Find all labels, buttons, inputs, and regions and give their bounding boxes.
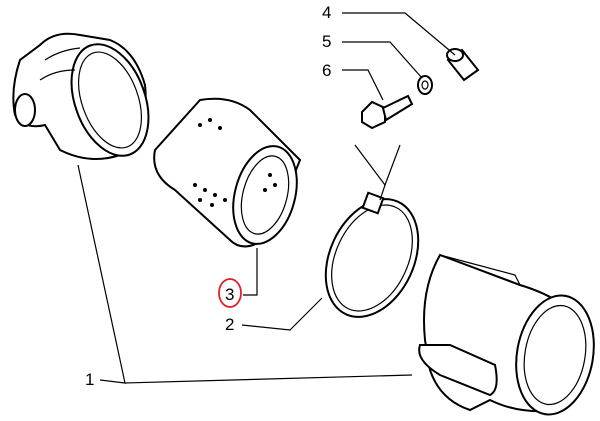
highlight-circle [218,278,242,308]
washer-part [417,75,433,95]
leader-lines [77,12,456,384]
callout-6: 6 [322,61,331,80]
filter-cartridge-part [153,97,302,248]
callout-5: 5 [322,32,331,51]
right-elbow-part [418,253,595,416]
left-hose-part [12,32,150,160]
bolt-part [361,94,414,130]
callout-1: 1 [85,370,94,389]
callout-3: 3 [225,285,234,304]
bushing-part [446,48,480,82]
clamp-ring-part [324,191,420,318]
callout-2: 2 [225,315,234,334]
callout-4: 4 [322,3,331,22]
